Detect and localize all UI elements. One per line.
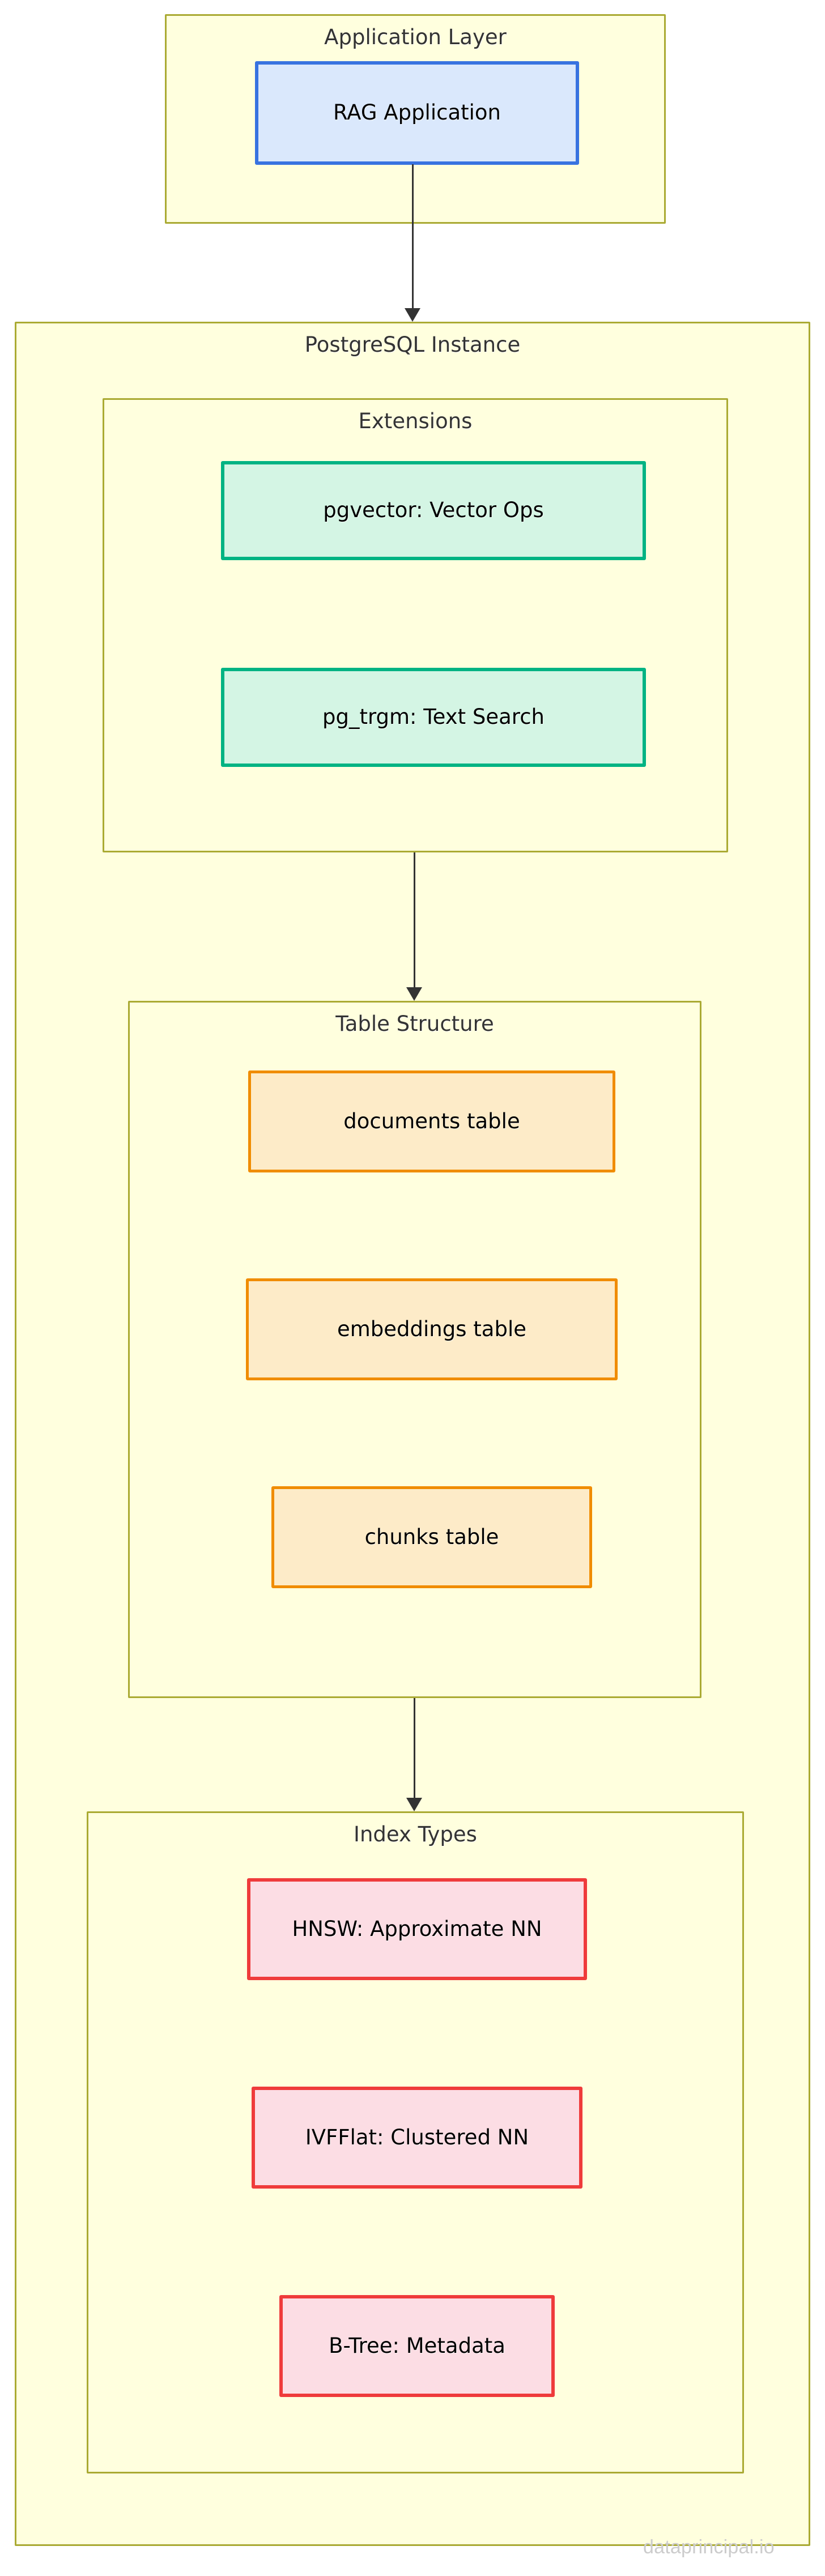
edge-line [411,164,414,308]
node-ivfflat[interactable]: IVFFlat: Clustered NN [252,2087,582,2189]
subgraph-title-index-types: Index Types [354,1822,477,1846]
subgraph-title-extensions: Extensions [358,409,473,433]
node-label-chunks-table: chunks table [364,1524,499,1549]
subgraph-extensions[interactable]: Extensions pgvector: Vector Ops pg_trgm:… [103,398,728,852]
edge-arrowhead-down-icon [405,308,420,322]
subgraph-title-table-structure: Table Structure [335,1012,494,1036]
node-label-documents-table: documents table [343,1108,520,1133]
node-rag-application[interactable]: RAG Application [255,61,579,165]
subgraph-table-structure[interactable]: Table Structure documents table embeddin… [128,1001,701,1698]
edge-extensions-to-tables [406,852,422,1001]
edge-arrowhead-down-icon [406,1798,422,1811]
edge-line [413,1698,415,1798]
edge-app-to-postgres [405,164,420,322]
subgraph-index-types[interactable]: Index Types HNSW: Approximate NN IVFFlat… [87,1811,744,2473]
node-label-rag-application: RAG Application [333,100,501,125]
subgraph-title-application-layer: Application Layer [324,25,507,49]
subgraph-title-postgresql-instance: PostgreSQL Instance [304,332,521,357]
node-embeddings-table[interactable]: embeddings table [246,1278,618,1380]
node-b-tree[interactable]: B-Tree: Metadata [279,2295,555,2397]
node-pgvector[interactable]: pgvector: Vector Ops [221,461,646,560]
node-pg-trgm[interactable]: pg_trgm: Text Search [221,668,646,767]
subgraph-application-layer[interactable]: Application Layer RAG Application [165,14,666,224]
node-hnsw[interactable]: HNSW: Approximate NN [247,1878,587,1980]
node-label-ivfflat: IVFFlat: Clustered NN [305,2125,529,2149]
edge-line [413,852,415,987]
node-label-embeddings-table: embeddings table [337,1316,526,1341]
node-label-b-tree: B-Tree: Metadata [329,2333,505,2358]
edge-tables-to-indexes [406,1698,422,1811]
node-label-pg-trgm: pg_trgm: Text Search [322,705,545,730]
node-chunks-table[interactable]: chunks table [271,1486,592,1588]
watermark-dataprincipal: dataprincipal.io [643,2536,775,2558]
node-label-pgvector: pgvector: Vector Ops [323,498,544,523]
node-label-hnsw: HNSW: Approximate NN [292,1916,542,1941]
edge-arrowhead-down-icon [406,987,422,1001]
node-documents-table[interactable]: documents table [248,1071,615,1172]
subgraph-postgresql-instance[interactable]: PostgreSQL Instance Extensions pgvector:… [15,322,810,2546]
